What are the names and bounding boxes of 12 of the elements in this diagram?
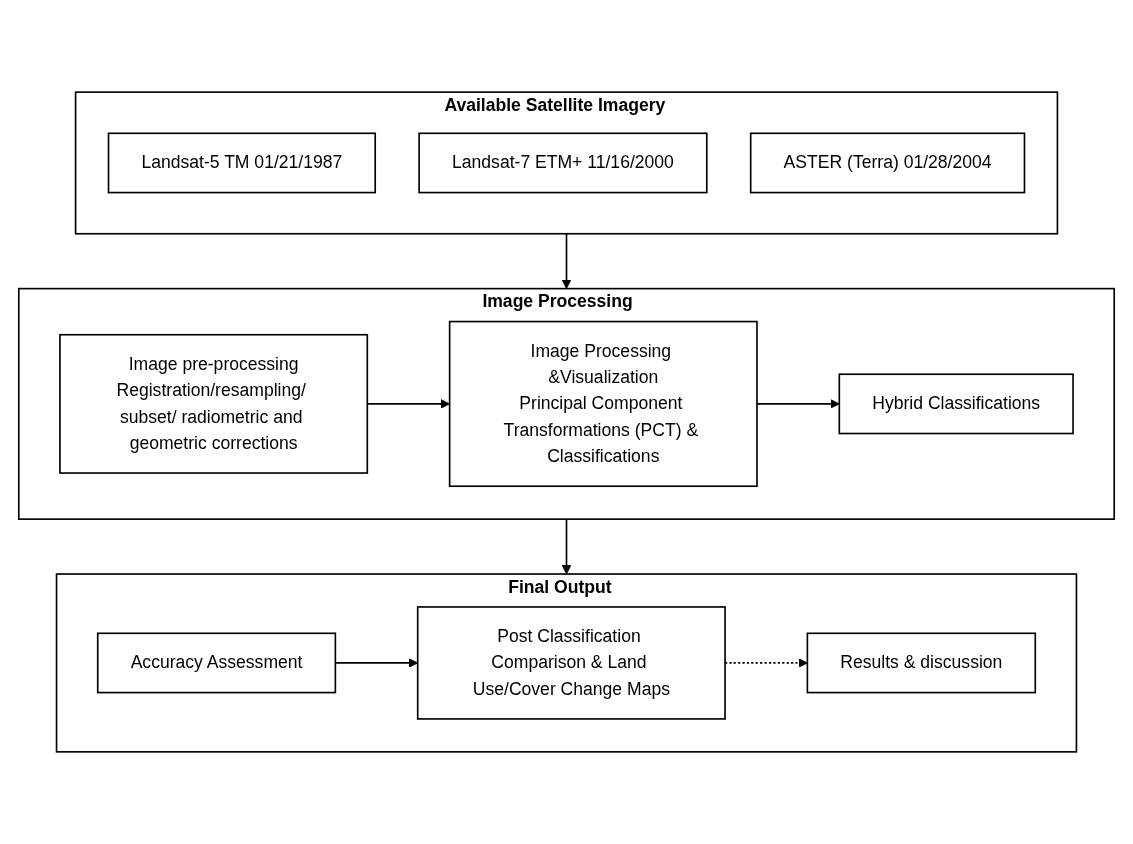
node-box: Accuracy Assessment (96, 632, 337, 694)
arrow (756, 399, 840, 409)
node-box: Image pre-processing Registration/resampling/ subset/ radiometric and geometric corrections (59, 333, 369, 474)
node-box: Image Processing &Visualization Principal Component Transformations (PCT) & Classifications (448, 320, 758, 488)
node-box: ASTER (Terra) 01/28/2004 (749, 132, 1026, 194)
node-box: Landsat-5 TM 01/21/1987 (107, 132, 377, 194)
node-box: Results & discussion (806, 632, 1037, 694)
node-box: Hybrid Classifications (838, 373, 1074, 435)
node-box: Post Classification Comparison & Land Use/Cover Change Maps (416, 606, 726, 720)
node-box: Landsat-7 ETM+ 11/16/2000 (418, 132, 708, 194)
arrow (561, 518, 572, 575)
arrow (561, 232, 572, 290)
